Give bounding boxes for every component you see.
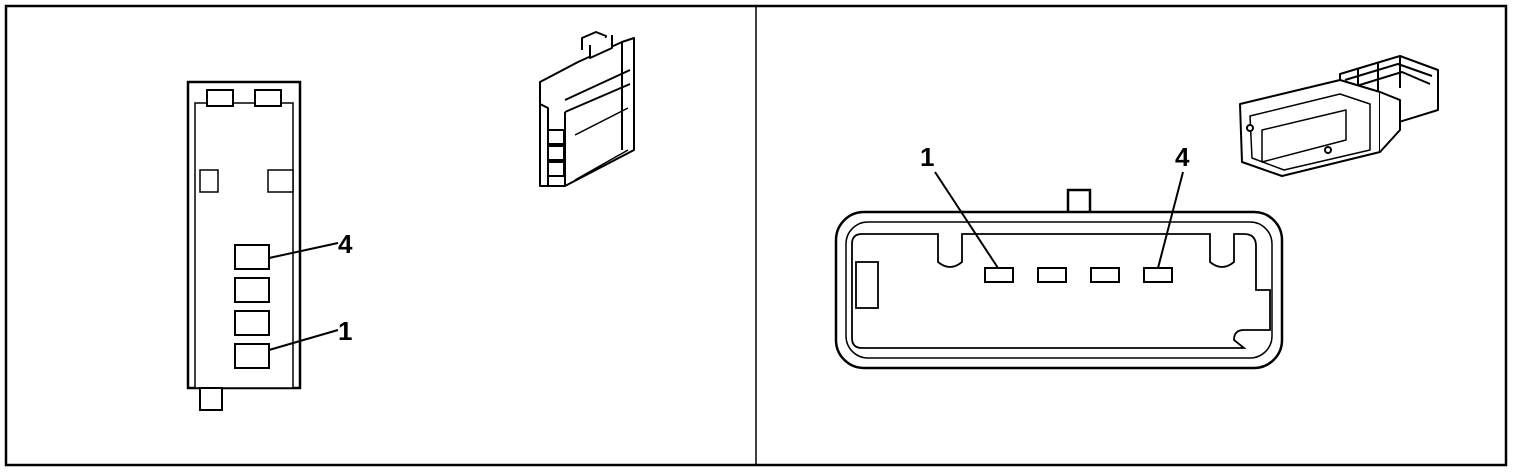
pin-label-4-right: 4 — [1175, 142, 1190, 172]
terminal-cavity-2 — [234, 310, 270, 336]
pin-label-4-left: 4 — [338, 229, 353, 259]
connector-iso-left — [539, 31, 635, 187]
pin-label-1-left: 1 — [338, 316, 352, 346]
connector-face-horizontal — [834, 188, 1284, 370]
diagram-frame — [4, 4, 1508, 467]
terminal-cavity-3 — [234, 277, 270, 303]
terminal-cavity-1 — [234, 343, 270, 369]
right-leader-lines — [934, 171, 1184, 269]
terminal-cavity-4 — [234, 244, 270, 270]
terminal-slot-3 — [1090, 267, 1120, 283]
left-leader-lines — [268, 242, 339, 351]
terminal-slot-1 — [984, 267, 1014, 283]
right-panel: 1 4 — [834, 55, 1439, 370]
terminal-slot-2 — [1037, 267, 1067, 283]
connector-face-vertical — [186, 80, 302, 411]
connector-iso-right — [1239, 55, 1439, 177]
left-panel: 4 1 — [186, 31, 635, 411]
pin-label-1-right: 1 — [920, 142, 934, 172]
